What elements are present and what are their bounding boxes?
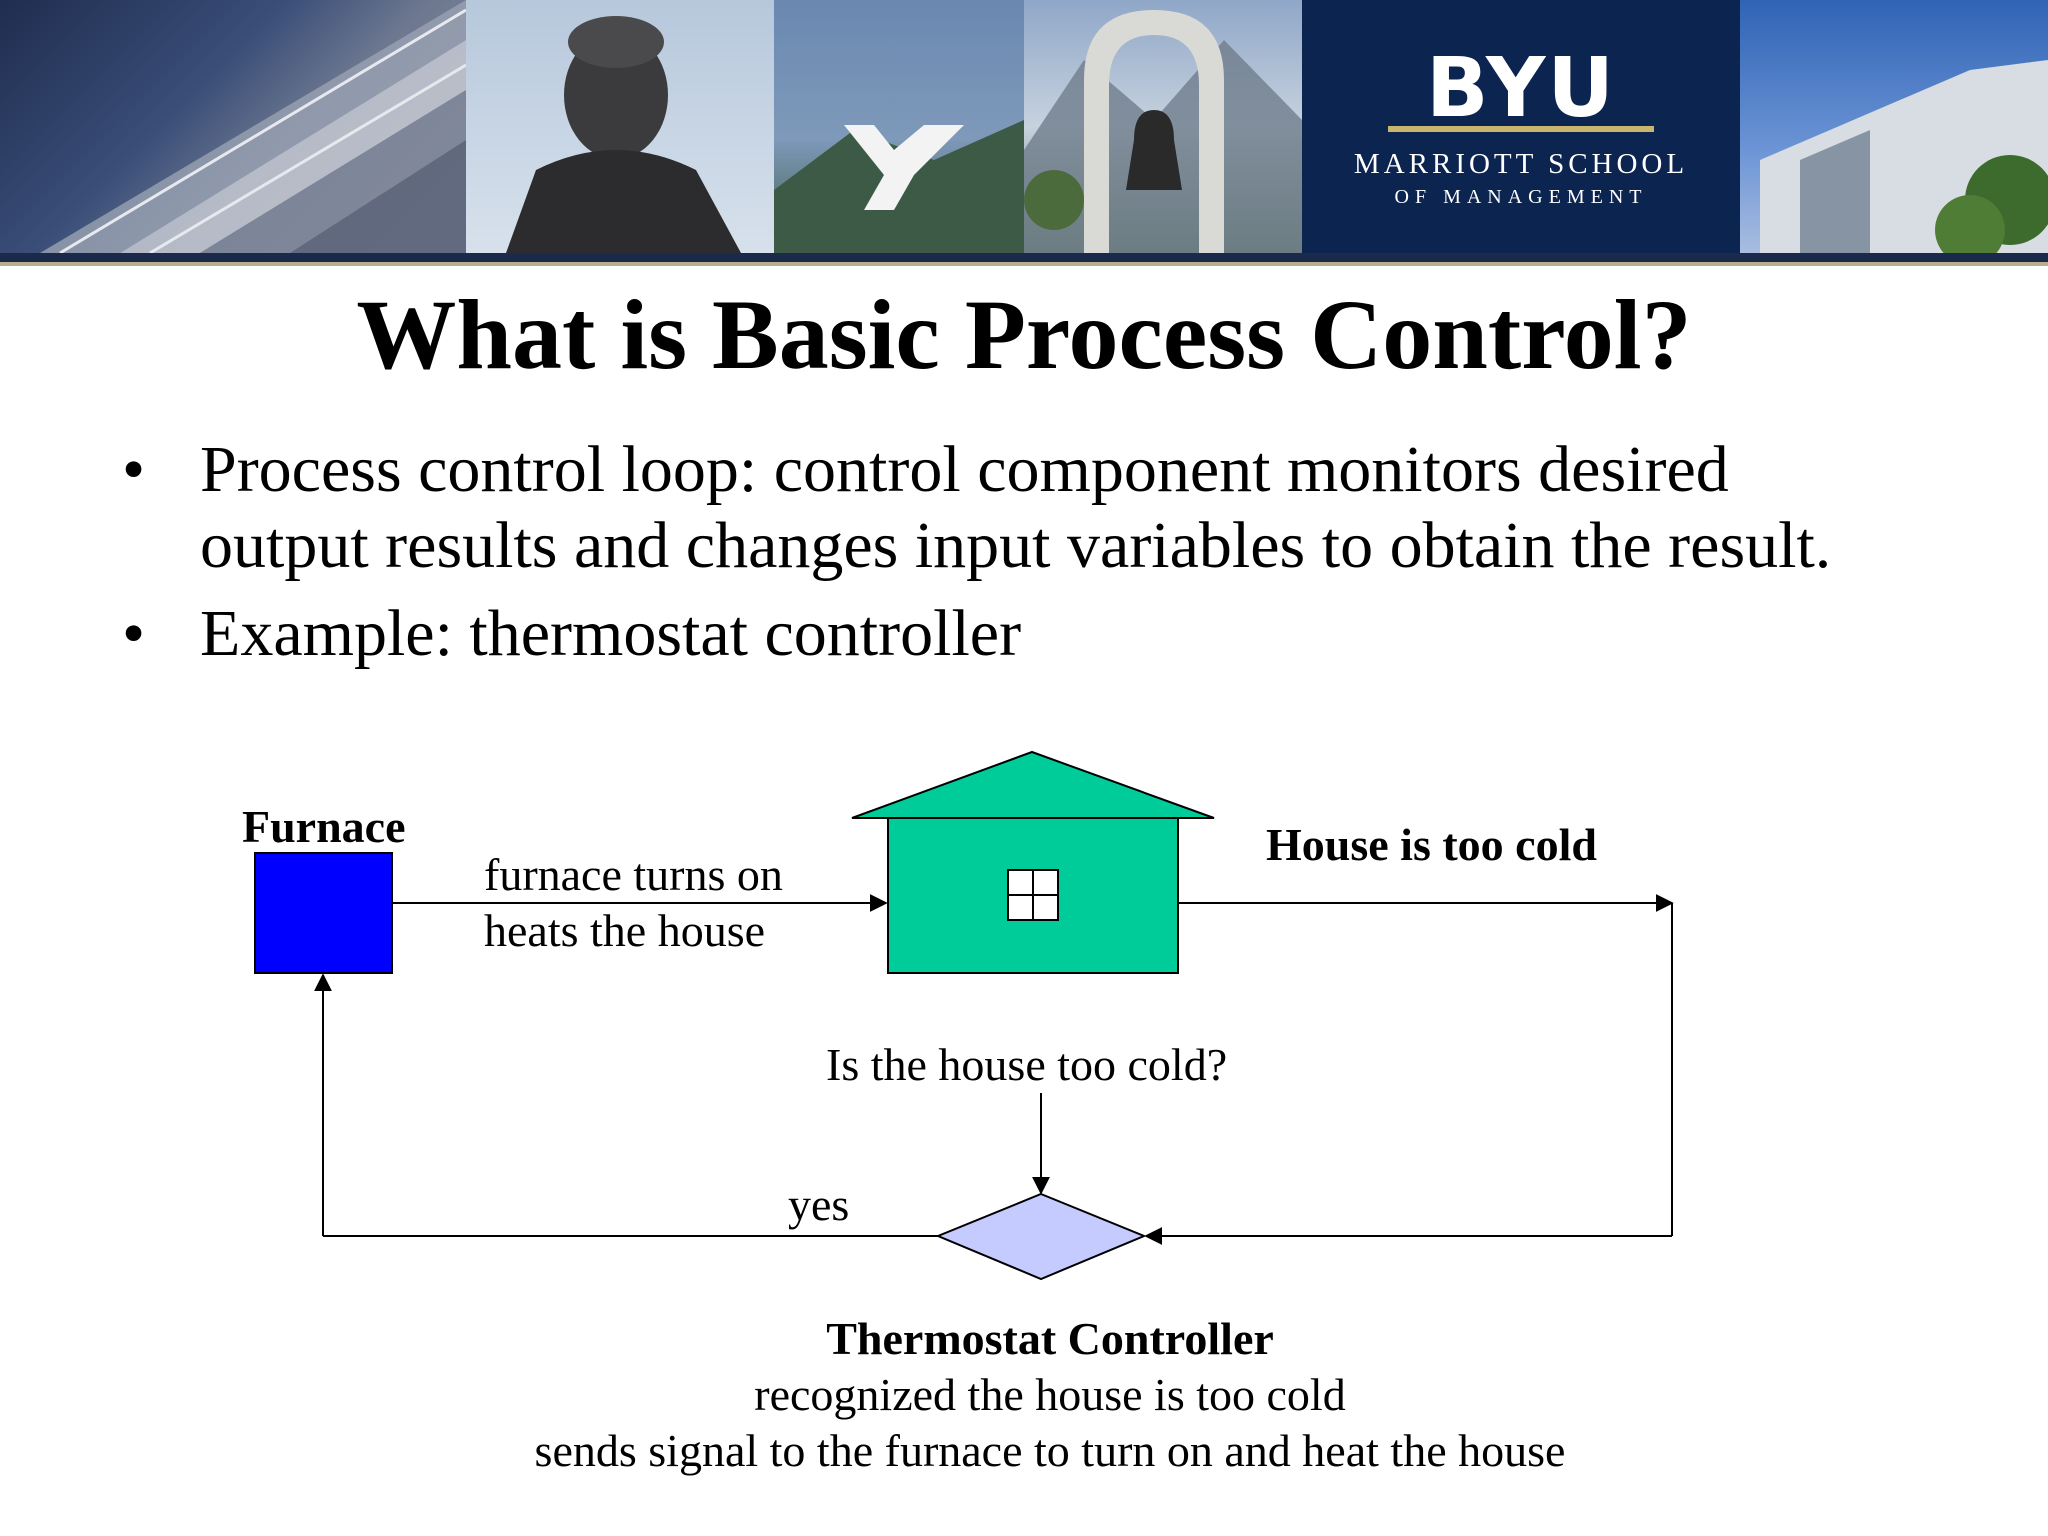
controller-line2: sends signal to the furnace to turn on a… bbox=[534, 1425, 1566, 1476]
house-window bbox=[1007, 869, 1059, 921]
furnace-label: Furnace bbox=[242, 801, 406, 852]
banner-gold-strip bbox=[0, 262, 2048, 266]
bullet-text-line: Example: thermostat controller bbox=[200, 597, 1022, 670]
question-label: Is the house too cold? bbox=[826, 1039, 1228, 1090]
statue-image bbox=[506, 16, 741, 253]
banner-photo-statue bbox=[466, 0, 774, 253]
furnace-action-line2: heats the house bbox=[484, 905, 766, 956]
bullet-item: • Example: thermostat controller bbox=[110, 596, 2010, 672]
banner-photo-modern-building bbox=[1740, 0, 2048, 253]
slide-title: What is Basic Process Control? bbox=[356, 279, 1692, 390]
y-mountain-image bbox=[774, 120, 1024, 253]
furnace-action-line1: furnace turns on bbox=[484, 849, 783, 900]
bullet-dot: • bbox=[122, 433, 146, 506]
logo-line2: OF MANAGEMENT bbox=[1394, 186, 1648, 208]
decision-yes-label: yes bbox=[788, 1179, 850, 1230]
building-image bbox=[40, 0, 466, 253]
banner-photo-building bbox=[0, 0, 466, 253]
banner-photo-bell-arch bbox=[1024, 0, 1302, 253]
bullet-dot: • bbox=[122, 597, 146, 670]
bullet-text-line: Process control loop: control component … bbox=[200, 433, 1729, 506]
thermostat-decision-diamond bbox=[935, 1192, 1147, 1281]
bullet-item: • Process control loop: control componen… bbox=[110, 432, 2010, 584]
logo-title: BYU bbox=[1426, 41, 1616, 136]
logo-rule bbox=[1388, 126, 1654, 132]
modern-building-image bbox=[1760, 60, 2048, 253]
header-banner: BYU MARRIOTT SCHOOL OF MANAGEMENT bbox=[0, 0, 2048, 262]
bullet-text-line: output results and changes input variabl… bbox=[200, 509, 1832, 582]
controller-title: Thermostat Controller bbox=[826, 1313, 1274, 1364]
banner-photo-y-mountain bbox=[774, 0, 1024, 253]
banner-navy-strip bbox=[0, 253, 2048, 262]
house-roof bbox=[851, 750, 1215, 819]
byu-logo: BYU MARRIOTT SCHOOL OF MANAGEMENT bbox=[1302, 0, 1740, 253]
bell-arch-image bbox=[1024, 10, 1302, 253]
house-state-label: House is too cold bbox=[1266, 819, 1597, 870]
furnace-box bbox=[254, 852, 393, 974]
controller-line1: recognized the house is too cold bbox=[754, 1369, 1346, 1420]
logo-line1: MARRIOTT SCHOOL bbox=[1353, 148, 1689, 180]
bullet-list: • Process control loop: control componen… bbox=[110, 432, 2010, 684]
